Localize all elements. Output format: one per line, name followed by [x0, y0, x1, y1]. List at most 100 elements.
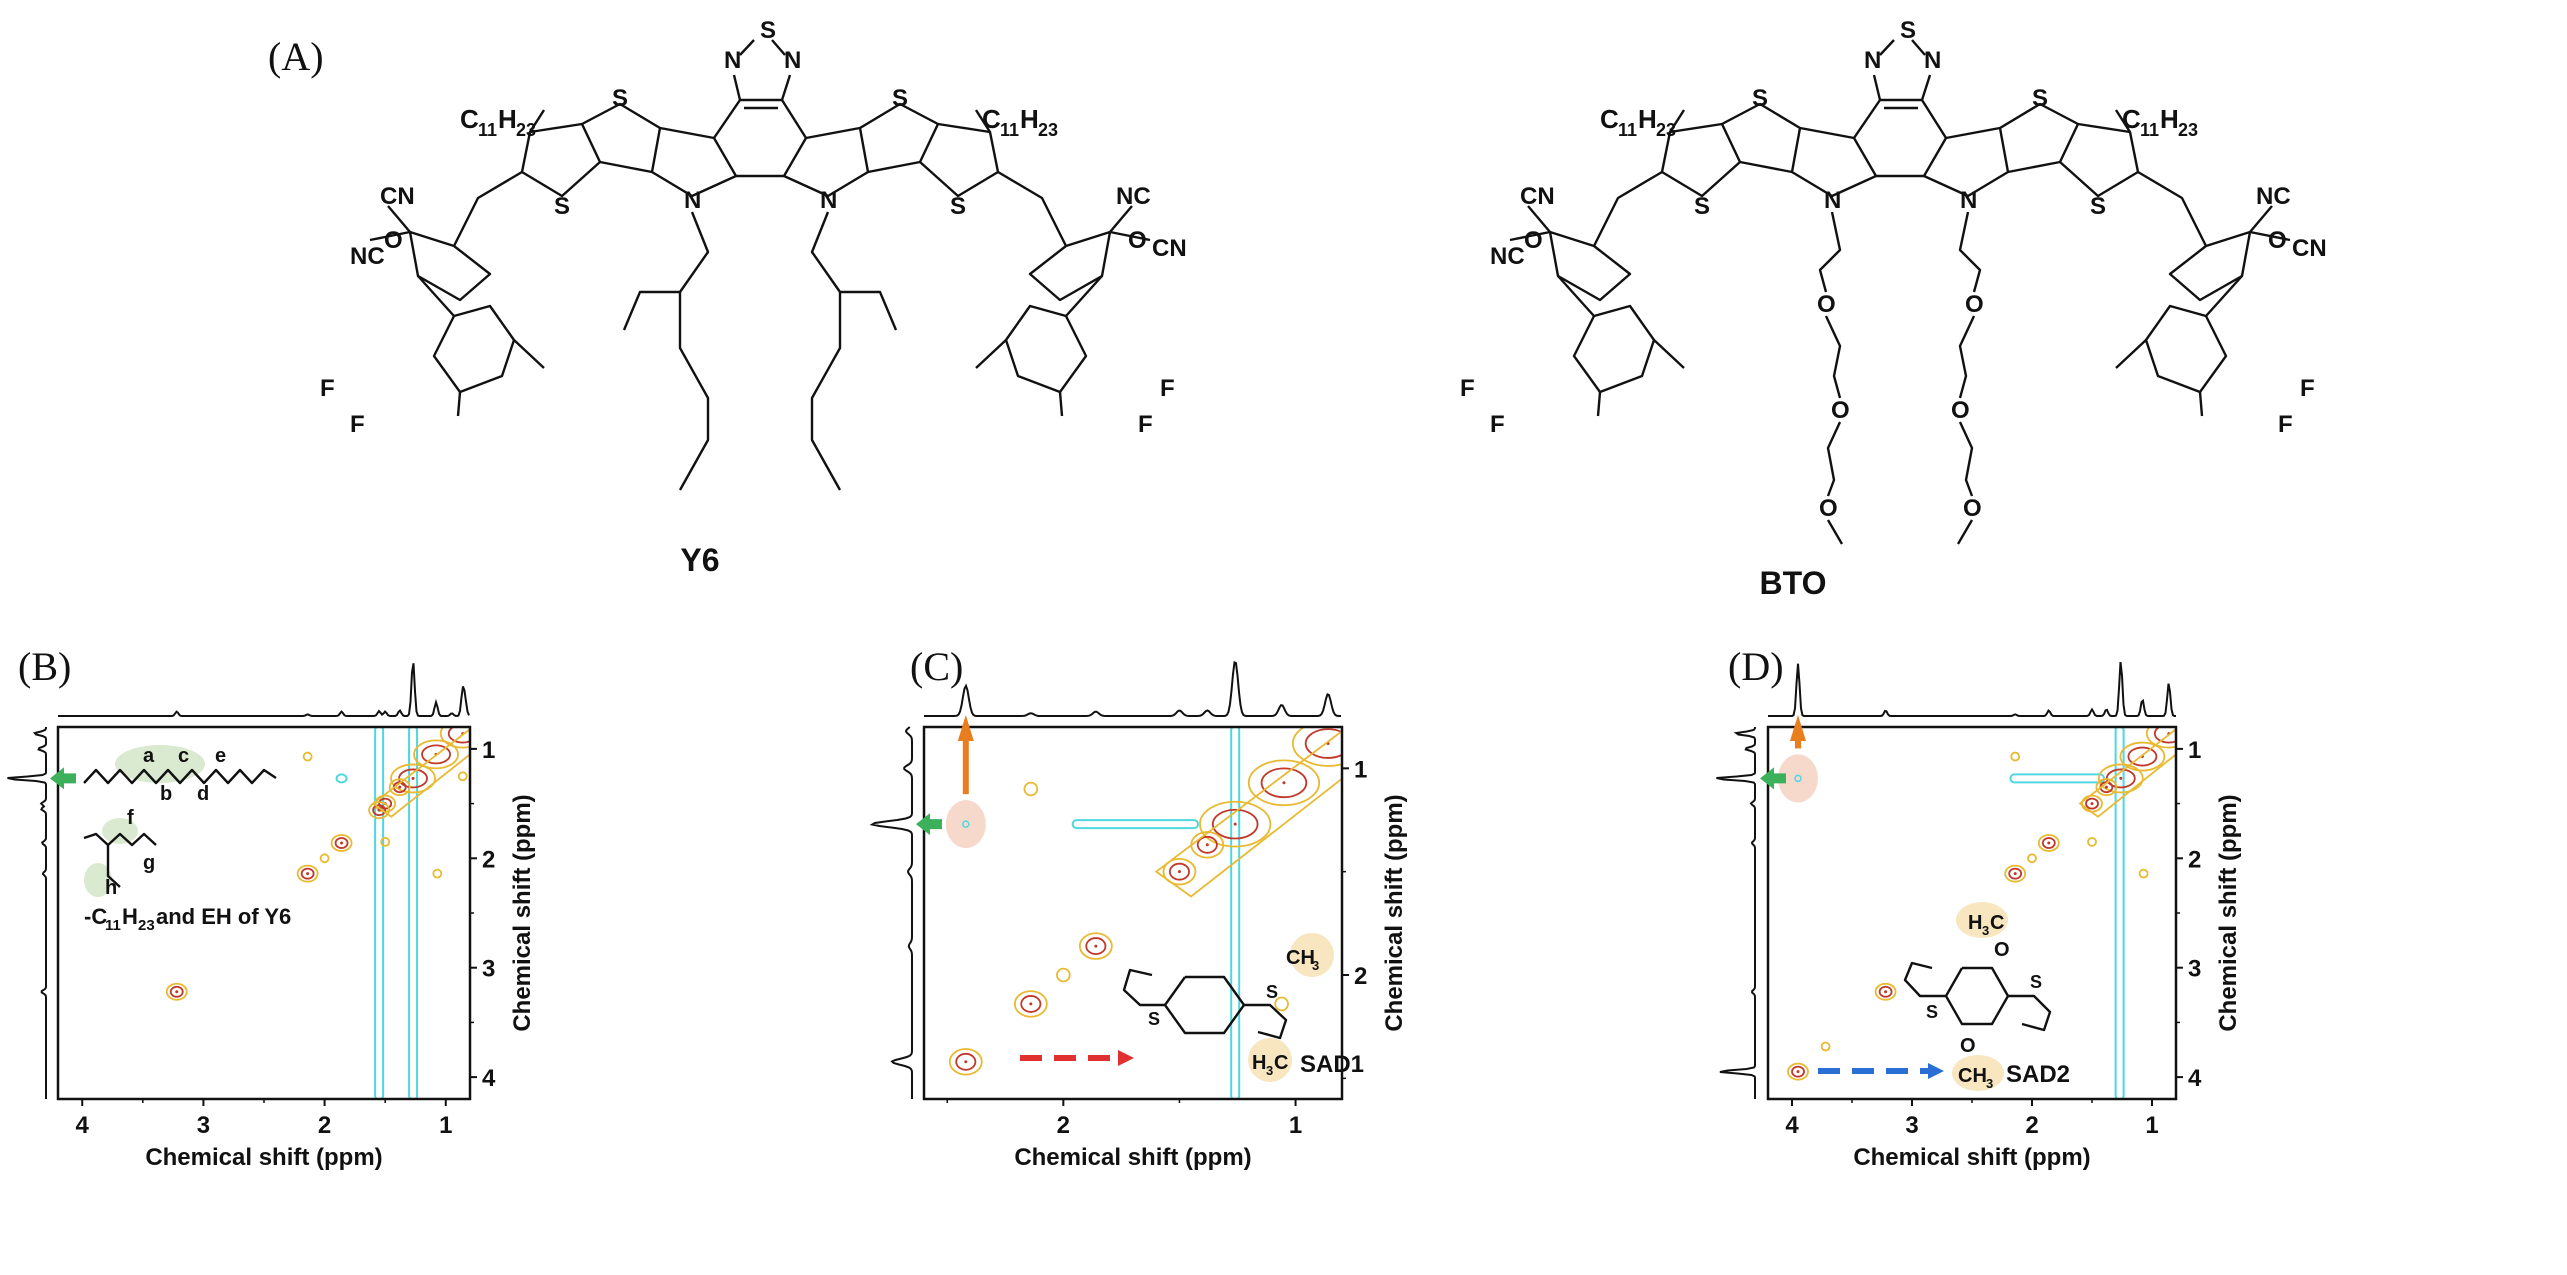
bond: [580, 102, 661, 174]
atom-s: S: [1900, 17, 1916, 44]
contour-layer: [945, 727, 1342, 1099]
y-tick-label: 2: [2188, 846, 2201, 873]
cross-peak: [2037, 834, 2060, 852]
highlight-circle: [1956, 902, 2008, 938]
atom-s: S: [1926, 1002, 1938, 1022]
green-arrow-icon: [1760, 767, 1786, 790]
alkyl-subscript: 23: [1656, 120, 1676, 140]
atom-n: N: [724, 47, 741, 74]
bond: [975, 339, 1007, 369]
glycol-chain: [1818, 211, 1842, 293]
atom-n: N: [1924, 47, 1941, 74]
negative-contour-line: [374, 727, 385, 1099]
chain-label-d: d: [197, 783, 209, 805]
cross-peak: [368, 801, 391, 820]
cross-peak: [2138, 868, 2149, 879]
x-tick-label: 3: [1905, 1112, 1918, 1139]
bond: [1596, 391, 1602, 417]
cross-peak: [457, 771, 468, 782]
alkyl-label: H: [1638, 104, 1657, 134]
bond: [2137, 170, 2208, 247]
negative-contour-line: [2114, 727, 2125, 1099]
fluorine: F: [1460, 375, 1475, 402]
green-arrow-icon: [916, 813, 942, 836]
bond: [771, 39, 786, 56]
chain-label-b: b: [160, 783, 172, 805]
cross-peak: [2010, 751, 2021, 762]
molecule-name-bto: BTO: [1760, 565, 1827, 601]
orange-arrow-icon: [1790, 715, 1806, 741]
bond: [1720, 102, 1801, 174]
x-tick-label: 2: [318, 1112, 331, 1139]
left-1d-spectrum: [869, 726, 913, 1099]
highlight-region: [84, 863, 112, 897]
cross-peak: [2145, 727, 2176, 749]
left-1d-spectrum: [7, 726, 47, 1099]
caption: and EH of Y6: [156, 904, 291, 929]
cross-peak: [432, 868, 443, 879]
alkyl-label: C: [982, 104, 1001, 134]
bond: [1109, 205, 1133, 233]
atom-n: N: [820, 187, 837, 214]
methyl-subscript: 3: [1986, 1076, 1993, 1091]
blue-arrowhead-icon: [1928, 1063, 1944, 1079]
highlight-circle: [1952, 1055, 2004, 1091]
panel-label-d: (D): [1728, 644, 1784, 689]
y-tick-label: 3: [2188, 956, 2201, 983]
cross-peak: [1023, 781, 1039, 797]
bond: [1557, 275, 1656, 394]
benzene-ring: [1852, 98, 1948, 178]
bond: [2168, 230, 2252, 302]
cross-peak: [439, 727, 470, 749]
glycol-chain: [1826, 421, 1842, 497]
alkyl-chain: [678, 211, 710, 491]
y-tick-label: 2: [482, 846, 495, 873]
red-arrowhead-icon: [1118, 1050, 1134, 1066]
cross-peak: [1162, 857, 1197, 886]
chain-label-g: g: [143, 852, 155, 874]
fluorine: F: [1160, 375, 1175, 402]
negative-contour-line: [408, 727, 419, 1099]
thiophene-ring: [1903, 961, 1946, 998]
atom-n: N: [1960, 187, 1977, 214]
methyl-subscript: 3: [1266, 1063, 1273, 1078]
alkyl-subscript: 11: [2140, 120, 2159, 140]
carbonyl-o: O: [384, 227, 403, 254]
bond: [2198, 391, 2204, 417]
carbonyl-o: O: [2268, 227, 2287, 254]
bond: [456, 391, 462, 417]
bond: [513, 339, 545, 369]
cyano-label: CN: [1152, 235, 1187, 262]
alkyl-label: C: [1600, 104, 1619, 134]
ether-o: O: [1960, 1035, 1976, 1057]
thiophene-ring: [1122, 968, 1165, 1007]
cross-peak: [1787, 1062, 1809, 1081]
atom-n: N: [784, 47, 801, 74]
ethyl-branch: [840, 290, 898, 331]
alkyl-label: H: [2160, 104, 2179, 134]
panel-label-b: (B): [18, 644, 71, 689]
cross-peak: [2095, 778, 2118, 797]
bond: [859, 102, 940, 174]
bond: [2249, 230, 2291, 242]
panel-label-a: (A): [268, 34, 324, 79]
cross-peak: [296, 864, 319, 883]
bond: [1509, 230, 1551, 242]
methyl-label: CH: [1958, 1065, 1987, 1087]
atom-s: S: [760, 17, 776, 44]
atom-s: S: [2030, 972, 2042, 992]
x-tick-label: 4: [76, 1112, 90, 1139]
x-axis-label: Chemical shift (ppm): [1853, 1144, 2090, 1171]
molecule-name-y6: Y6: [680, 542, 719, 578]
bond: [1999, 102, 2080, 174]
fluorine: F: [1490, 411, 1505, 438]
bond: [452, 170, 523, 247]
cross-peak: [1013, 990, 1048, 1018]
atom-s: S: [1694, 193, 1710, 220]
cyano-label: CN: [1520, 183, 1555, 210]
methyl-label: CH: [1286, 947, 1315, 969]
cyano-label: CN: [380, 183, 415, 210]
